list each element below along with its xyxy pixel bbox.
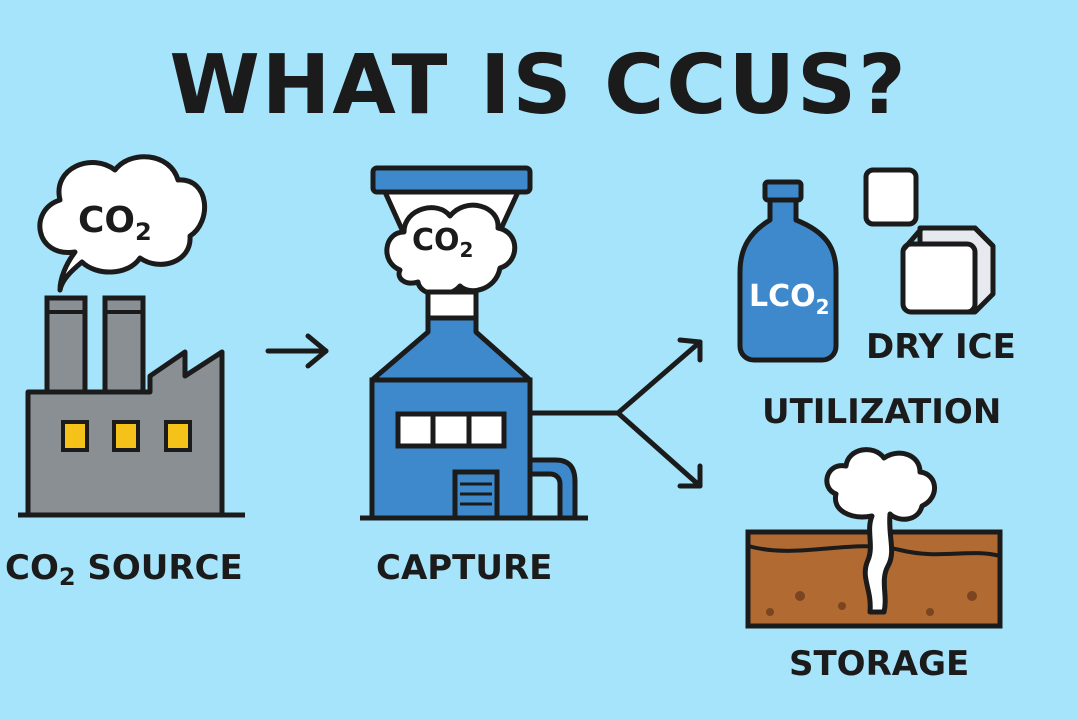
storage-ground-icon bbox=[745, 447, 1003, 629]
co2-source-cloud-text: CO2 bbox=[78, 200, 152, 246]
capture-unit-icon: CO2 bbox=[360, 165, 588, 521]
co2-source-label: CO2 SOURCE bbox=[5, 548, 243, 591]
capture-label: CAPTURE bbox=[376, 548, 553, 588]
factory-window bbox=[61, 420, 89, 452]
co2-source-cloud: CO2 bbox=[37, 154, 208, 293]
lco2-bottle-text: LCO2 bbox=[749, 279, 830, 319]
page-title: WHAT IS CCUS? bbox=[169, 38, 908, 133]
storage-label: STORAGE bbox=[789, 644, 970, 684]
capture-cloud bbox=[384, 202, 518, 298]
factory-icon bbox=[18, 295, 245, 518]
branch-arrows-icon bbox=[529, 337, 703, 489]
dry-ice-cubes-icon bbox=[863, 167, 996, 315]
arrow-right-icon bbox=[265, 333, 329, 369]
co2-plume-icon bbox=[824, 447, 937, 615]
capture-cloud-text: CO2 bbox=[412, 223, 473, 262]
utilization-label: UTILIZATION bbox=[762, 392, 1002, 432]
dry-ice-label: DRY ICE bbox=[866, 327, 1016, 367]
lco2-bottle-icon: LCO2 bbox=[737, 179, 839, 363]
factory-window bbox=[164, 420, 192, 452]
factory-window bbox=[112, 420, 140, 452]
